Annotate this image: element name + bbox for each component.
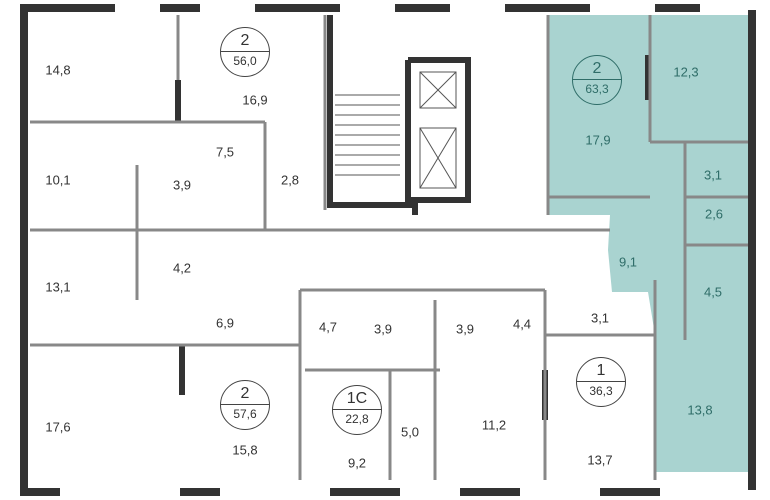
rooms-count: 1 [596,362,606,379]
room-area: 13,8 [687,402,713,418]
room-area: 2,8 [280,172,300,188]
room-area: 17,9 [585,132,611,148]
apartment-area: 63,3 [585,82,609,96]
room-area: 4,7 [318,319,338,335]
room-area: 12,3 [673,64,699,80]
room-area: 2,6 [704,206,724,222]
room-area: 7,5 [215,144,235,160]
room-area: 16,9 [242,92,268,108]
room-area: 15,8 [232,442,258,458]
apartment-badge[interactable]: 1C 22,8 [332,385,382,435]
room-area: 4,5 [703,284,723,300]
room-area: 4,4 [512,316,532,332]
room-area: 13,1 [45,279,71,295]
room-area: 9,1 [618,254,638,270]
highlighted-apartment-area[interactable] [548,15,748,472]
room-area: 3,9 [373,321,393,337]
room-area: 3,9 [455,321,475,337]
room-area: 14,8 [45,62,71,78]
partitions [30,15,748,480]
apartment-area: 22,8 [345,412,369,426]
room-area: 6,9 [215,315,235,331]
rooms-count: 2 [240,32,250,49]
room-area: 4,2 [172,260,192,276]
room-area: 5,0 [400,424,420,440]
rooms-count: 1C [346,390,368,407]
apartment-area: 36,3 [589,384,613,398]
stairs [335,71,457,189]
room-area: 3,9 [172,177,192,193]
room-area: 9,2 [347,455,367,471]
apartment-area: 56,0 [233,54,257,68]
room-area: 11,2 [481,417,507,433]
rooms-count: 2 [592,60,602,77]
rooms-count: 2 [240,385,250,402]
room-area: 17,6 [45,419,71,435]
apartment-area: 57,6 [233,407,257,421]
room-area: 13,7 [587,452,613,468]
exterior-walls [20,4,756,496]
room-area: 3,1 [703,167,723,183]
room-area: 3,1 [590,310,610,326]
room-area: 10,1 [45,172,71,188]
